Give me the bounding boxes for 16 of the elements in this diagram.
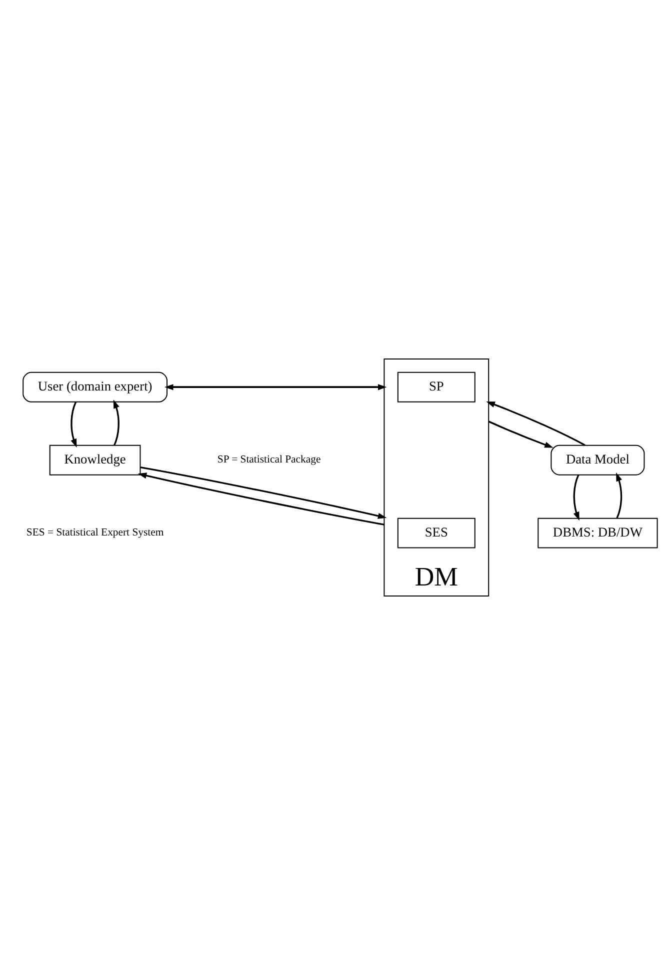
arrow bbox=[486, 401, 586, 446]
arrow bbox=[113, 400, 120, 446]
node-box: SP bbox=[397, 372, 476, 402]
node-box: SES bbox=[397, 518, 476, 548]
arrow bbox=[138, 472, 384, 526]
arrow bbox=[488, 420, 554, 448]
label: SES = Statistical Expert System bbox=[26, 526, 164, 539]
arrow bbox=[70, 402, 77, 448]
node-box: Data Model bbox=[550, 444, 645, 476]
arrow bbox=[140, 466, 387, 519]
label: SP = Statistical Package bbox=[217, 454, 321, 466]
arrow bbox=[616, 472, 622, 519]
node-box: DBMS: DB/DW bbox=[538, 518, 658, 548]
arrow bbox=[573, 474, 580, 521]
node-box: Knowledge bbox=[49, 444, 141, 476]
node-box: User (domain expert) bbox=[22, 372, 168, 402]
